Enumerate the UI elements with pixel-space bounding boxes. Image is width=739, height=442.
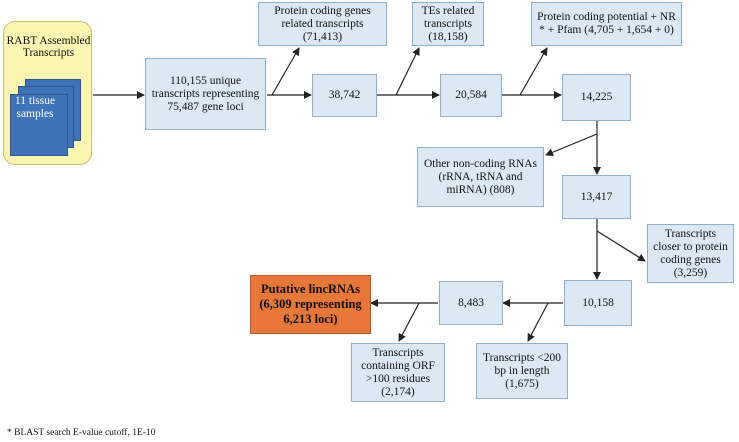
arrow-to-closer-genes [596,230,646,262]
step-8483: 8,483 [439,281,503,325]
removed-protein-coding: Protein coding genes related transcripts… [258,2,387,46]
removed-orf: Transcripts containing ORF >100 residues… [351,343,445,402]
removed-coding-potential: Protein coding potential + NR * + Pfam (… [531,2,682,46]
step-14225: 14,225 [562,74,631,121]
step-13417: 13,417 [562,175,631,219]
removed-tes: TEs related transcripts (18,158) [412,2,484,46]
arrow-to-tes [395,47,420,96]
removed-short: Transcripts <200 bp in length (1,675) [476,343,568,399]
removed-closer-genes: Transcripts closer to protein coding gen… [647,224,734,283]
arrow-to-other-ncrna [545,133,598,157]
document-stack-front [10,94,68,156]
step-38742: 38,742 [312,74,377,117]
tissue-samples-label: 11 tissue samples [14,95,56,120]
arrow-to-orf [398,302,420,342]
step-20584: 20,584 [440,74,502,117]
result-putative-lincrnas: Putative lincRNAs (6,309 representing 6,… [250,275,371,334]
footnote: * BLAST search E-value cutoff, 1E-10 [7,428,156,438]
step-10158: 10,158 [564,280,632,326]
arrow-to-protein-coding [271,47,300,96]
arrow-to-coding-potential [519,47,548,96]
arrow-to-short [527,302,549,342]
step-unique-transcripts: 110,155 unique transcripts representing … [145,58,266,130]
removed-other-ncrna: Other non-coding RNAs (rRNA, tRNA and mi… [417,147,544,207]
source-panel: RABT Assembled Transcripts [3,21,92,165]
source-title: RABT Assembled Transcripts [6,35,91,59]
